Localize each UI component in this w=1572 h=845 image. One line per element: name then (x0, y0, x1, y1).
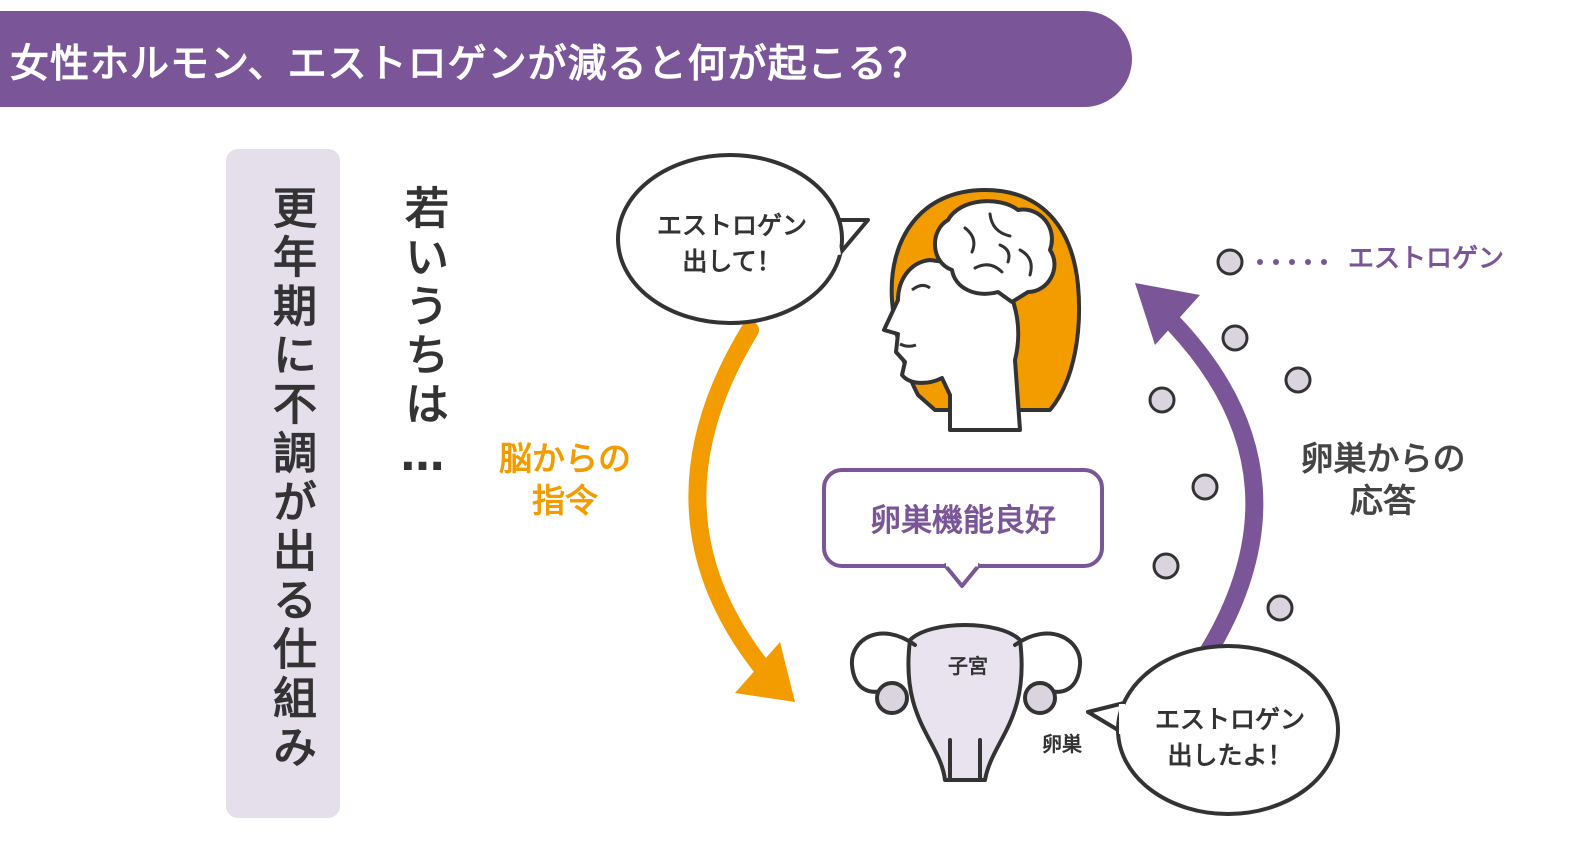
ovary-status-label: 卵巣機能良好 (870, 503, 1056, 539)
ovary-bubble-line-1: エストロゲン (1154, 705, 1305, 734)
estrogen-dot-icon (1221, 324, 1249, 352)
ovary-bubble-line-2: 出したよ！ (1167, 741, 1293, 770)
page-title: 女性ホルモン、エストロゲンが減ると何が起こる？ (10, 42, 928, 87)
brain-command-line-1: 脳からの (499, 439, 631, 478)
estrogen-legend-label: エストロゲン (1348, 244, 1505, 274)
brain-command-label: 脳からの 指令 (470, 438, 660, 522)
uterus-icon (849, 623, 1083, 782)
estrogen-dot-icon (1216, 248, 1244, 276)
ovary-status-box (822, 468, 1104, 588)
brain-command-arrow (688, 321, 795, 702)
brain-icon (933, 199, 1057, 304)
young-heading: 若いうちは… (397, 185, 448, 486)
estrogen-dot-icon (1148, 386, 1176, 414)
ovary-response-line-1: 卵巣からの (1300, 439, 1466, 478)
side-panel-text: 更年期に不調が出る仕組み (265, 185, 316, 773)
side-panel (226, 149, 340, 818)
estrogen-dot-icon (1284, 366, 1312, 394)
ovary-response-label: 卵巣からの 応答 (1280, 438, 1486, 522)
ovary-response-arrow (1135, 283, 1264, 674)
legend-dotted-line (1257, 259, 1327, 265)
estrogen-dots (1148, 248, 1312, 622)
ovary-bubble-text: エストロゲン 出したよ！ (1128, 702, 1332, 774)
brain-command-line-2: 指令 (532, 481, 598, 520)
brain-bubble-text: エストロゲン 出して！ (630, 208, 834, 280)
brain-bubble-line-1: エストロゲン (656, 211, 807, 240)
title-banner: 女性ホルモン、エストロゲンが減ると何が起こる？ (0, 11, 1132, 107)
ovary-response-line-2: 応答 (1350, 481, 1416, 520)
ovary-label: 卵巣 (1042, 732, 1082, 756)
ovary-speech-bubble (1086, 644, 1340, 816)
estrogen-dot-icon (1266, 594, 1294, 622)
uterus-label: 子宮 (948, 654, 988, 678)
estrogen-dot-icon (1191, 473, 1219, 501)
brain-bubble-line-2: 出して！ (682, 247, 782, 276)
brain-speech-bubble (616, 153, 870, 325)
estrogen-dot-icon (1152, 552, 1180, 580)
